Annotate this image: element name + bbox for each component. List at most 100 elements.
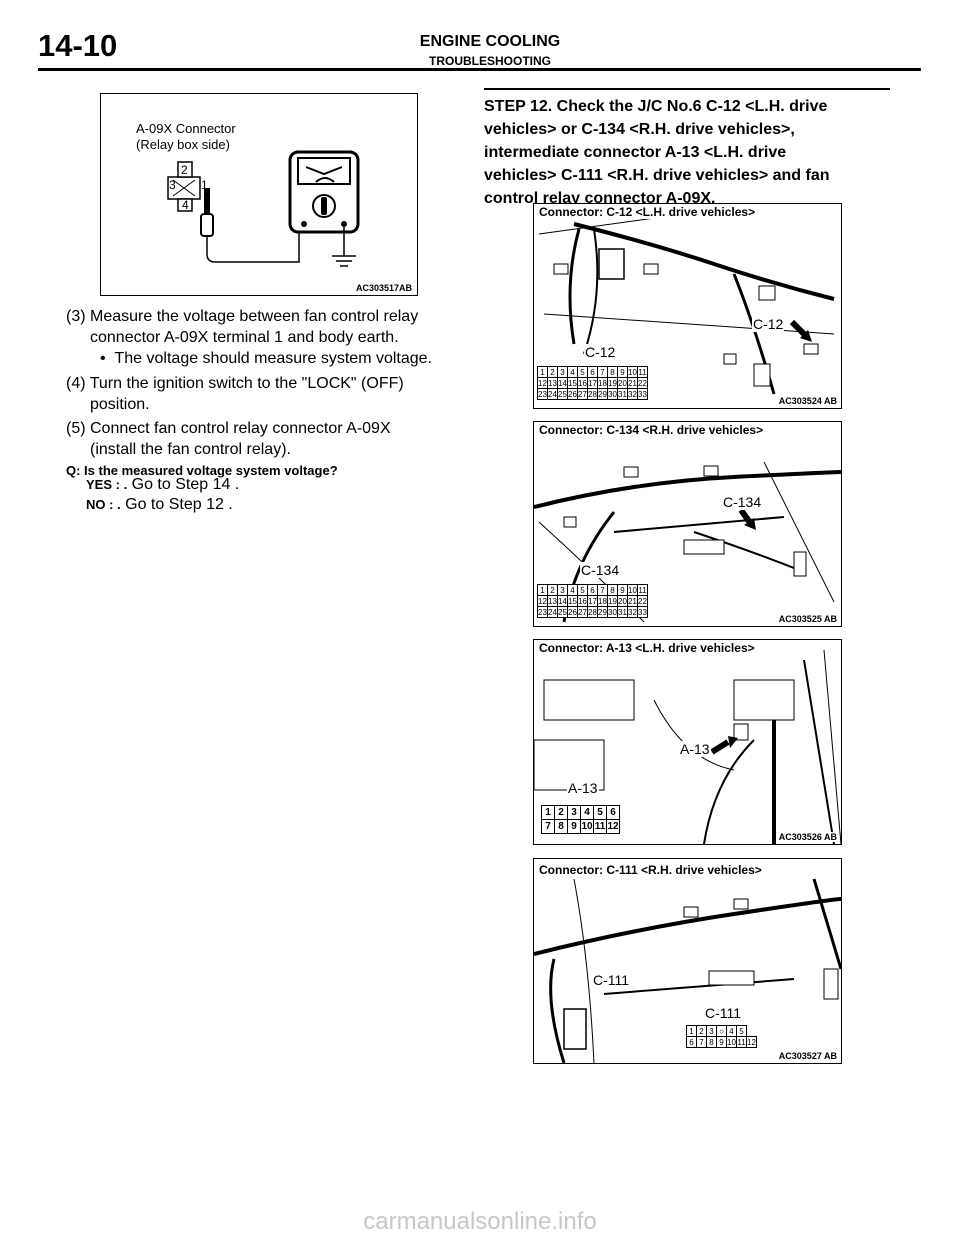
pin-cell: 31	[617, 606, 628, 618]
step-3-line-2: connector A-09X terminal 1 and body eart…	[90, 329, 399, 346]
no-text: Go to Step 12 .	[125, 496, 233, 513]
pin-cell: 4	[580, 805, 594, 820]
pin-cell: 1	[686, 1025, 697, 1037]
pin-cell: 5	[577, 584, 588, 596]
figure-code: AC303527 AB	[777, 1051, 838, 1061]
instruction-step-5: (5) Connect fan control relay connector …	[66, 418, 466, 460]
pin-cell: 29	[597, 388, 608, 400]
pin-cell: 2	[547, 584, 558, 596]
pin-cell: 9	[567, 819, 581, 834]
pin-label-1: 1	[201, 178, 208, 192]
yes-text: Go to Step 14 .	[131, 476, 240, 493]
pin-cell: 16	[577, 595, 588, 607]
caption-line-2: (Relay box side)	[136, 137, 230, 152]
callout-main: C-134	[722, 494, 763, 510]
pin-cell: 9	[716, 1036, 727, 1048]
bullet-dot-icon: •	[100, 350, 115, 367]
pin-cell: 6	[606, 805, 620, 820]
pin-cell: 32	[627, 388, 638, 400]
pin-cell: 12	[606, 819, 620, 834]
voltmeter-diagram	[167, 150, 360, 267]
pin-cell: 9	[617, 366, 628, 378]
figure-title: Connector: C-134 <R.H. drive vehicles>	[537, 423, 766, 437]
page-number: 14-10	[38, 28, 118, 63]
pin-cell: 30	[607, 388, 618, 400]
pin-label-4: 4	[182, 198, 189, 212]
pin-cell: 7	[597, 584, 608, 596]
pin-cell: 6	[587, 366, 598, 378]
pin-cell: 5	[577, 366, 588, 378]
pin-cell: 33	[637, 388, 648, 400]
pin-cell: 33	[637, 606, 648, 618]
step-12-line-5: control relay connector A-09X.	[484, 190, 716, 207]
pin-cell: 11	[637, 366, 648, 378]
pin-cell: 11	[736, 1036, 747, 1048]
figure-title: Connector: A-13 <L.H. drive vehicles>	[537, 641, 757, 655]
pin-cell: 3	[567, 805, 581, 820]
watermark: carmanualsonline.info	[363, 1208, 597, 1235]
pin-cell: 22	[637, 595, 648, 607]
pin-cell: 18	[597, 595, 608, 607]
answer-no: NO : . Go to Step 12 .	[86, 496, 233, 514]
pin-cell: 10	[726, 1036, 737, 1048]
pin-cell: 8	[706, 1036, 717, 1048]
pin-cell: 32	[627, 606, 638, 618]
step-5-line-2: (install the fan control relay).	[90, 441, 291, 458]
pin-cell: 3	[557, 366, 568, 378]
pin-cell: 25	[557, 388, 568, 400]
pin-cell: 8	[554, 819, 568, 834]
step-12-line-2: vehicles> or C-134 <R.H. drive vehicles>…	[484, 121, 795, 138]
pin-cell: 25	[557, 606, 568, 618]
pin-cell: 15	[567, 595, 578, 607]
pin-cell: 12	[746, 1036, 757, 1048]
step-5-line-1: (5) Connect fan control relay connector …	[66, 420, 391, 437]
pin-cell: 1	[537, 366, 548, 378]
pin-cell: 4	[726, 1025, 737, 1037]
pin-cell: 28	[587, 606, 598, 618]
instruction-step-4: (4) Turn the ignition switch to the "LOC…	[66, 373, 466, 415]
pin-cell: 11	[593, 819, 607, 834]
pin-cell: 8	[607, 584, 618, 596]
callout-table: C-134	[580, 562, 621, 578]
pin-cell: 13	[547, 377, 558, 389]
pin-cell: 2	[554, 805, 568, 820]
pin-cell: 30	[607, 606, 618, 618]
caption-line-1: A-09X Connector	[136, 121, 236, 136]
harness-illustration-c111	[534, 878, 841, 1063]
instruction-step-3: (3) Measure the voltage between fan cont…	[66, 306, 466, 369]
step-12-line-4: vehicles> C-111 <R.H. drive vehicles> an…	[484, 167, 830, 184]
step-12-heading: STEP 12. Check the J/C No.6 C-12 <L.H. d…	[484, 95, 904, 210]
callout-main: C-12	[752, 316, 785, 332]
answer-yes: YES : . Go to Step 14 .	[86, 476, 239, 494]
pin-cell: 13	[547, 595, 558, 607]
figure-code: AC303517AB	[354, 283, 413, 293]
pin-cell: ○	[716, 1025, 727, 1037]
pin-cell: 22	[637, 377, 648, 389]
header-rule	[38, 68, 921, 71]
step-rule	[484, 88, 890, 90]
pin-cell: 7	[597, 366, 608, 378]
pin-cell: 26	[567, 606, 578, 618]
figure-c111: Connector: C-111 <R.H. drive vehicles> C…	[533, 858, 842, 1064]
pin-cell: 1	[537, 584, 548, 596]
pin-cell: 24	[547, 606, 558, 618]
yes-label: YES : .	[86, 477, 128, 492]
pin-cell: 3	[557, 584, 568, 596]
pin-cell: 14	[557, 377, 568, 389]
figure-title: Connector: C-111 <R.H. drive vehicles>	[537, 863, 764, 877]
pin-cell: 14	[557, 595, 568, 607]
figure-c134: Connector: C-134 <R.H. drive vehicles> C…	[533, 421, 842, 627]
pin-cell: 3	[706, 1025, 717, 1037]
figure-code: AC303526 AB	[777, 832, 838, 842]
pin-cell: 20	[617, 595, 628, 607]
